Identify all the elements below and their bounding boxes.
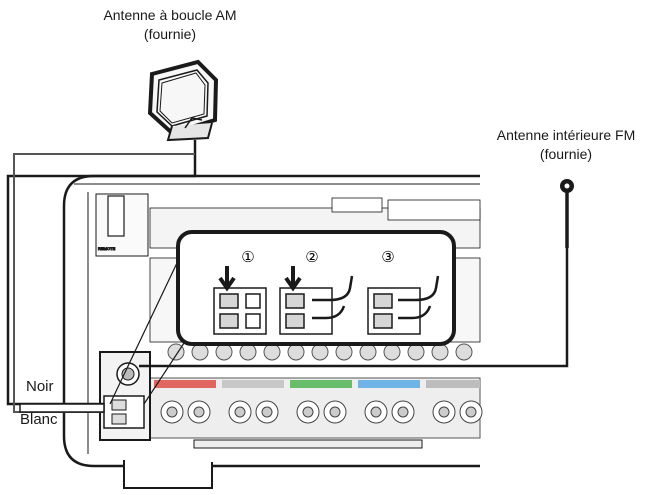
- fm-antenna-cable: [139, 190, 569, 368]
- step-1-illustration: [213, 266, 267, 335]
- step-3-number: ③: [381, 248, 394, 266]
- white-wire-label: Blanc: [20, 411, 58, 428]
- step-3-illustration: [367, 275, 440, 335]
- svg-text:REMOTE: REMOTE: [98, 246, 115, 251]
- rca-connector-row: [167, 343, 473, 361]
- speaker-terminals: [149, 377, 483, 439]
- front-a-band: [154, 380, 216, 388]
- front-b-band: [222, 380, 284, 388]
- black-wire-label: Noir: [26, 378, 54, 395]
- surround-band: [358, 380, 420, 388]
- callout-zoom-lines: [109, 243, 187, 405]
- center-band: [290, 380, 352, 388]
- step-2-number: ②: [305, 248, 318, 266]
- am-antenna-supplied: (fournie): [143, 26, 197, 42]
- am-loop-antenna-icon: [147, 59, 219, 150]
- step-2-illustration: [279, 266, 354, 335]
- fm-antenna-name: Antenne intérieure FM: [496, 127, 636, 143]
- fm-antenna-supplied: (fournie): [539, 146, 593, 162]
- surround-back-band: [426, 380, 480, 388]
- fm-antenna-label: Antenne intérieure FM (fournie): [476, 126, 656, 164]
- fm-antenna-icon: [560, 179, 574, 193]
- am-antenna-cable: [6, 150, 197, 413]
- step-1-number: ①: [241, 248, 254, 266]
- am-antenna-label: Antenne à boucle AM (fournie): [70, 6, 270, 44]
- am-antenna-name: Antenne à boucle AM: [103, 7, 237, 23]
